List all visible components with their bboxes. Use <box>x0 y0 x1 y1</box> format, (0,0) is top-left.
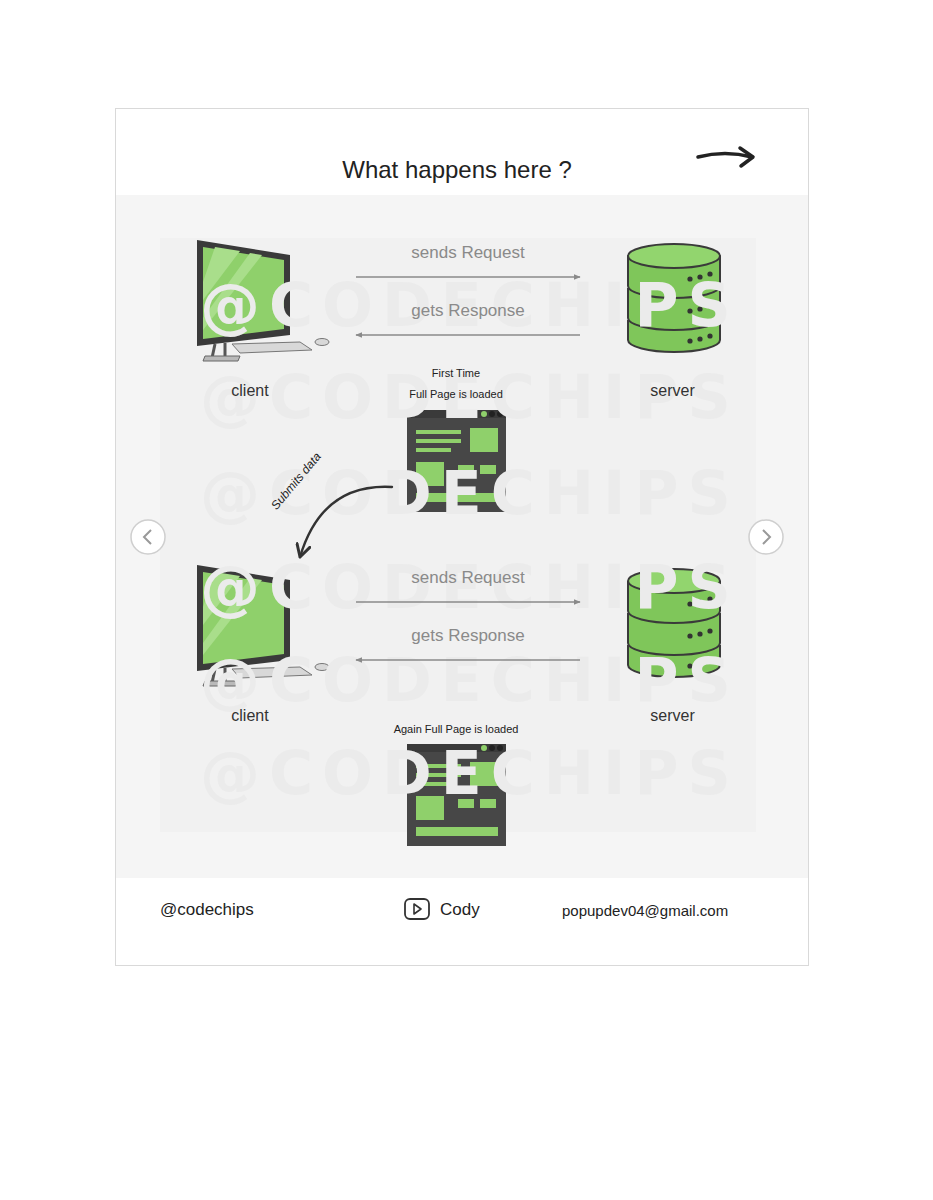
page-caption: Again Full Page is loaded <box>394 722 519 737</box>
node-label: server <box>650 381 694 400</box>
carousel-next <box>749 520 783 554</box>
server-node: server <box>590 236 755 406</box>
request-arrow <box>356 334 580 336</box>
submit-label: Submits data <box>268 450 324 513</box>
carousel-prev <box>131 520 165 554</box>
inner-panel <box>160 238 756 832</box>
footer-channel: Cody <box>440 900 480 920</box>
submit-arrow <box>300 487 392 557</box>
node-label: server <box>650 706 694 725</box>
title: What happens here ? <box>342 156 572 184</box>
arrow-label: gets Response <box>411 626 524 646</box>
next-arrow <box>698 154 752 158</box>
node-label: client <box>231 381 268 400</box>
arrow-label: gets Response <box>411 301 524 321</box>
server-node: server <box>590 561 755 731</box>
arrow-label: sends Request <box>411 568 524 588</box>
card <box>116 109 809 966</box>
watermark: @CODECHIPS <box>200 738 740 808</box>
request-arrow <box>356 601 580 603</box>
client-node: client <box>185 236 350 406</box>
page-caption: First Time <box>432 366 480 381</box>
next-arrow-head <box>740 148 753 166</box>
arrow-label: sends Request <box>411 243 524 263</box>
request-arrow <box>356 659 580 661</box>
page-node: First TimeFull Page is loaded <box>396 366 516 514</box>
play-icon <box>405 899 429 919</box>
page-caption: Full Page is loaded <box>409 387 503 402</box>
client-node: client <box>185 561 350 731</box>
watermark: @CODECHIPS <box>200 645 740 715</box>
node-label: client <box>231 706 268 725</box>
page-node: Again Full Page is loaded <box>376 722 536 848</box>
footer-email: popupdev04@gmail.com <box>562 902 728 919</box>
panel <box>116 195 808 878</box>
request-arrow <box>356 276 580 278</box>
footer-handle: @codechips <box>160 900 254 920</box>
